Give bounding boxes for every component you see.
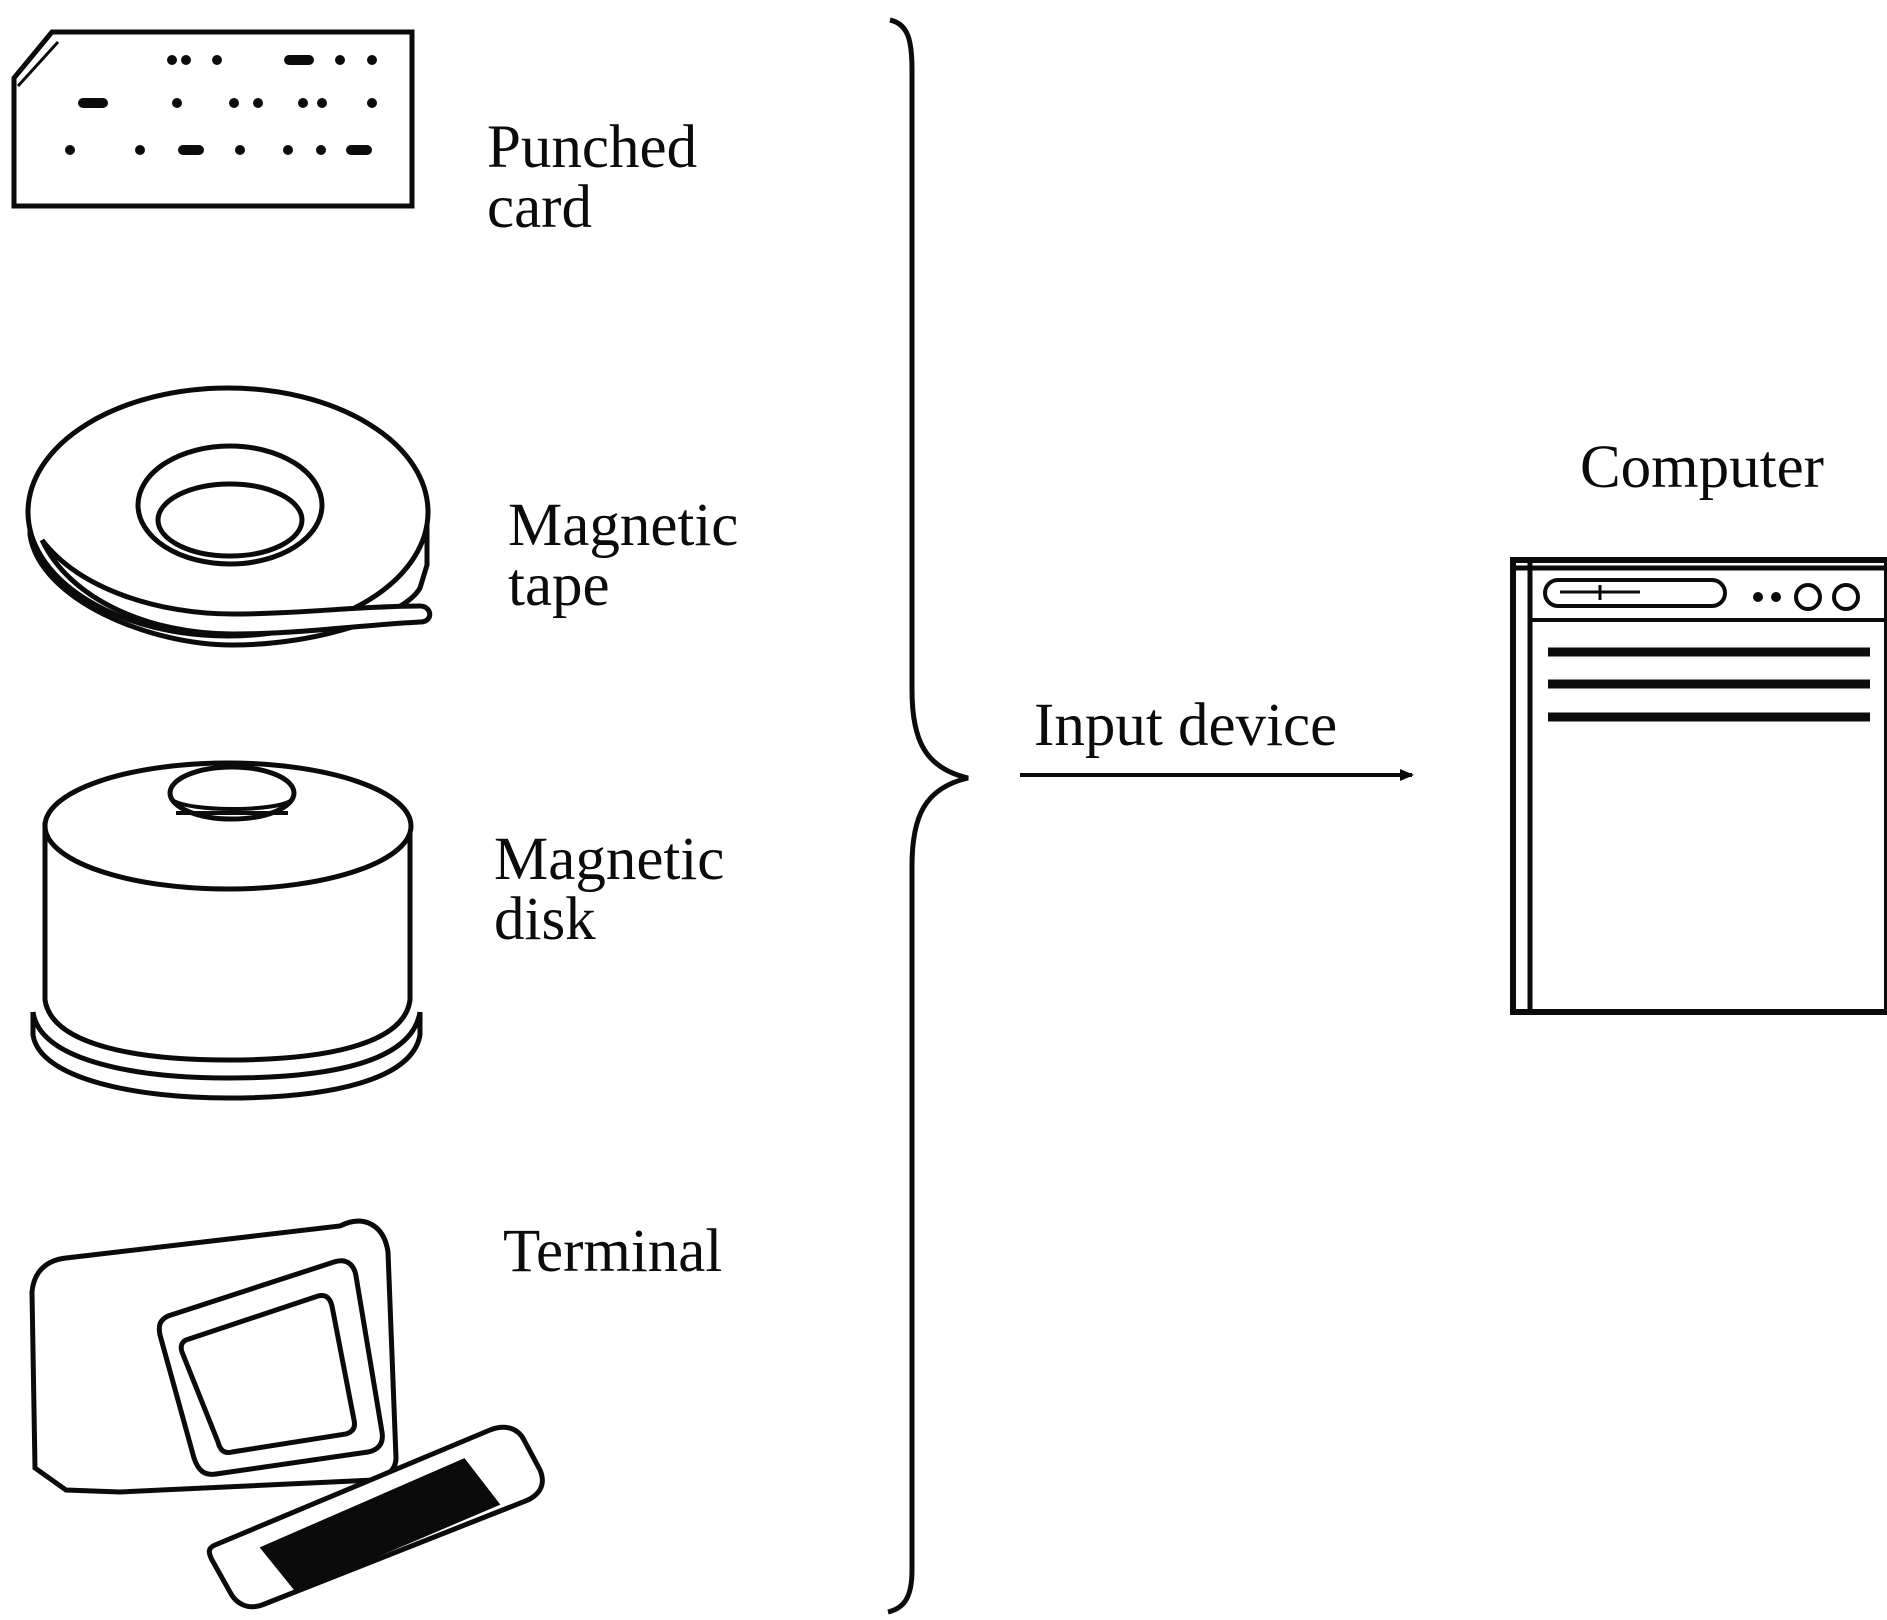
label-magnetic-disk: Magnetic disk bbox=[494, 826, 725, 953]
label-line: Magnetic bbox=[494, 826, 725, 893]
label-line: Terminal bbox=[503, 1218, 723, 1285]
computer-cabinet-icon bbox=[1510, 557, 1887, 1015]
label-line: tape bbox=[508, 551, 610, 619]
label-line: Computer bbox=[1580, 434, 1824, 501]
terminal-icon bbox=[29, 1218, 545, 1610]
label-line: Input device bbox=[1034, 692, 1338, 759]
computer-label: Computer bbox=[1580, 434, 1824, 501]
magnetic-disk-icon bbox=[30, 760, 423, 1101]
label-line: disk bbox=[494, 885, 596, 953]
label-line: card bbox=[487, 173, 592, 241]
label-line: Magnetic bbox=[508, 492, 739, 559]
label-punched-card: Punched card bbox=[487, 114, 698, 241]
magnetic-tape-icon bbox=[25, 385, 433, 648]
grouping-brace bbox=[887, 17, 969, 1615]
punched-card-icon bbox=[11, 29, 415, 209]
arrow-label: Input device bbox=[1034, 692, 1338, 759]
label-magnetic-tape: Magnetic tape bbox=[508, 492, 739, 619]
label-terminal: Terminal bbox=[503, 1218, 723, 1285]
label-line: Punched bbox=[487, 114, 698, 181]
